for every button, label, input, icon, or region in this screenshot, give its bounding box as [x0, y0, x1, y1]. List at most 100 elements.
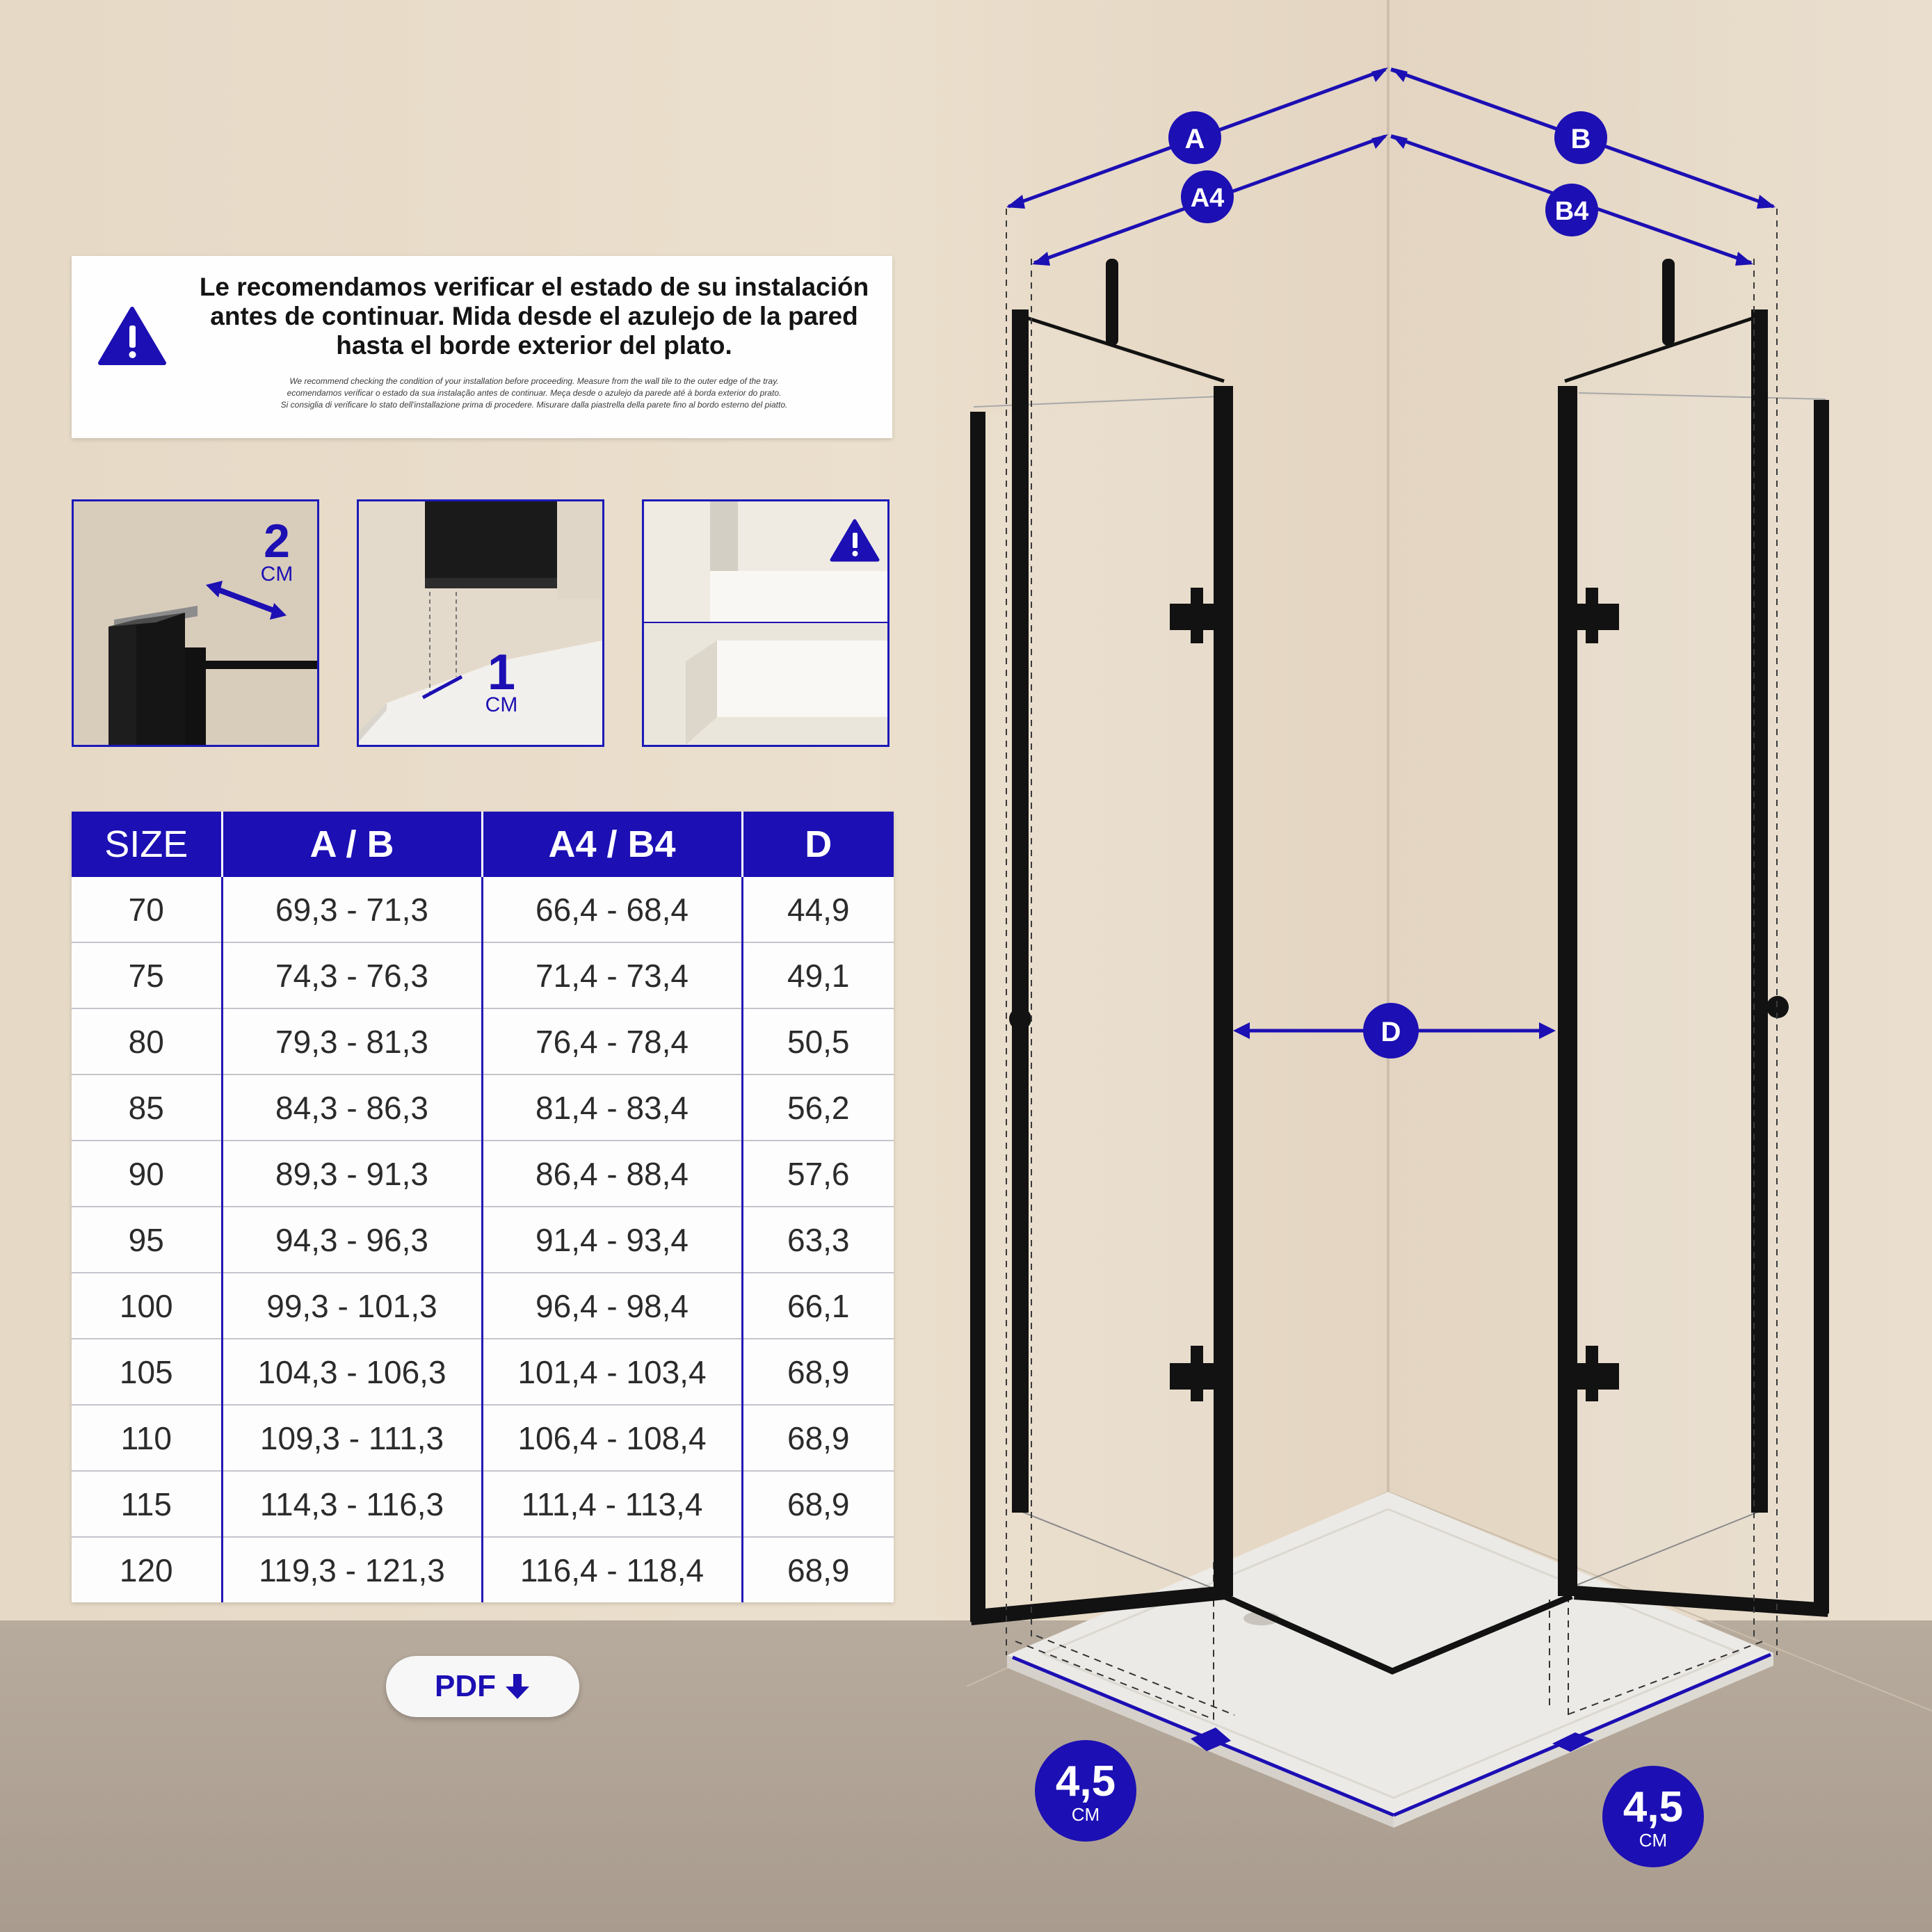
- label-a4-text: A4: [1191, 184, 1225, 213]
- cell-a4b4: 66,4 - 68,4: [482, 877, 743, 943]
- cell-a4b4: 81,4 - 83,4: [482, 1074, 743, 1141]
- pdf-label: PDF: [435, 1669, 496, 1703]
- cell-size: 80: [72, 1008, 223, 1075]
- header-a4b4: A4 / B4: [482, 812, 743, 877]
- warning-icon: [830, 519, 880, 562]
- cell-d: 56,2: [742, 1074, 894, 1141]
- arrow-down-icon: [506, 1674, 529, 1699]
- cell-size: 90: [72, 1141, 223, 1207]
- label-b: B: [1554, 111, 1607, 164]
- cell-ab: 89,3 - 91,3: [222, 1141, 483, 1207]
- thumb-tray-gap: 1 CM: [357, 499, 604, 747]
- label-a-text: A: [1185, 124, 1205, 154]
- cell-size: 85: [72, 1074, 223, 1141]
- cell-ab: 94,3 - 96,3: [222, 1207, 483, 1273]
- cell-d: 66,1: [742, 1273, 894, 1339]
- cell-d: 68,9: [742, 1471, 894, 1538]
- warning-icon: [98, 307, 166, 365]
- cell-ab: 114,3 - 116,3: [222, 1471, 483, 1538]
- cell-d: 50,5: [742, 1008, 894, 1075]
- cell-a4b4: 76,4 - 78,4: [482, 1008, 743, 1075]
- label-d: D: [1363, 1003, 1419, 1058]
- offset-left-badge: 4,5 CM: [1035, 1740, 1136, 1842]
- cell-size: 120: [72, 1537, 223, 1602]
- profile-unit: CM: [261, 563, 293, 586]
- cell-ab: 104,3 - 106,3: [222, 1339, 483, 1406]
- cell-ab: 69,3 - 71,3: [222, 877, 483, 943]
- cell-a4b4: 91,4 - 93,4: [482, 1207, 743, 1273]
- notice-line-pt: ecomendamos verificar o estado da sua in…: [287, 388, 782, 398]
- header-size: SIZE: [72, 812, 223, 877]
- gap-unit: CM: [485, 693, 518, 716]
- label-a4: A4: [1181, 170, 1234, 223]
- wall-check-illustration: [644, 501, 887, 745]
- cell-size: 115: [72, 1471, 223, 1538]
- profile-value: 2: [264, 515, 290, 567]
- warning-notice: Le recomendamos verificar el estado de s…: [72, 256, 892, 438]
- cell-ab: 74,3 - 76,3: [222, 942, 483, 1009]
- dimension-guides: [1006, 209, 1778, 1655]
- offset-right-badge: 4,5 CM: [1602, 1766, 1704, 1867]
- thumb-wall-check: [642, 499, 889, 747]
- gap-value: 1: [488, 645, 515, 700]
- cell-ab: 99,3 - 101,3: [222, 1273, 483, 1339]
- label-b-text: B: [1571, 124, 1591, 154]
- cell-d: 68,9: [742, 1405, 894, 1472]
- profile-illustration: 2 CM: [74, 501, 317, 745]
- cell-d: 57,6: [742, 1141, 894, 1207]
- table-header-row: SIZE A / B A4 / B4 D: [72, 812, 894, 877]
- cell-a4b4: 106,4 - 108,4: [482, 1405, 743, 1472]
- cell-size: 70: [72, 877, 223, 943]
- header-ab: A / B: [222, 812, 483, 877]
- cell-a4b4: 71,4 - 73,4: [482, 942, 743, 1009]
- thumb-profile-adjustment: 2 CM: [72, 499, 319, 747]
- cell-d: 68,9: [787, 1552, 850, 1588]
- offset-left-value: 4,5: [1056, 1757, 1116, 1805]
- header-d: D: [742, 812, 894, 877]
- notice-title: Le recomendamos verificar el estado de s…: [199, 273, 869, 360]
- cell-d: 44,9: [742, 877, 894, 943]
- label-b4: B4: [1545, 184, 1598, 236]
- notice-line-it: Si consiglia di verificare lo stato dell…: [280, 400, 788, 410]
- cell-d: 63,3: [742, 1207, 894, 1273]
- notice-line-en: We recommend checking the condition of y…: [289, 376, 779, 386]
- cell-size: 110: [72, 1405, 223, 1472]
- cell-d: 49,1: [742, 942, 894, 1009]
- cell-ab: 109,3 - 111,3: [222, 1405, 483, 1472]
- tray-gap-illustration: 1 CM: [359, 501, 602, 745]
- label-b4-text: B4: [1555, 197, 1589, 226]
- dimension-arrows: [1006, 67, 1776, 1752]
- cell-size: 105: [72, 1339, 223, 1406]
- label-d-text: D: [1381, 1017, 1401, 1047]
- cell-size: 75: [72, 942, 223, 1009]
- cell-a4b4: 86,4 - 88,4: [482, 1141, 743, 1207]
- cell-ab: 84,3 - 86,3: [222, 1074, 483, 1141]
- cell-a4b4: 96,4 - 98,4: [482, 1273, 743, 1339]
- cell-size: 95: [72, 1207, 223, 1273]
- cell-size: 100: [72, 1273, 223, 1339]
- cell-a4b4: 111,4 - 113,4: [482, 1471, 743, 1538]
- cell-ab: 119,3 - 121,3: [222, 1537, 483, 1602]
- offset-left-unit: CM: [1072, 1804, 1100, 1825]
- pdf-download-button[interactable]: PDF: [386, 1656, 579, 1717]
- label-a: A: [1168, 111, 1221, 164]
- tray-guides: [1015, 1558, 1767, 1721]
- cell-ab: 79,3 - 81,3: [222, 1008, 483, 1075]
- cell-d: 68,9: [742, 1339, 894, 1406]
- offset-right-unit: CM: [1639, 1830, 1667, 1851]
- cell-a4b4: 116,4 - 118,4: [482, 1537, 743, 1602]
- glass-panels: [973, 316, 1826, 1620]
